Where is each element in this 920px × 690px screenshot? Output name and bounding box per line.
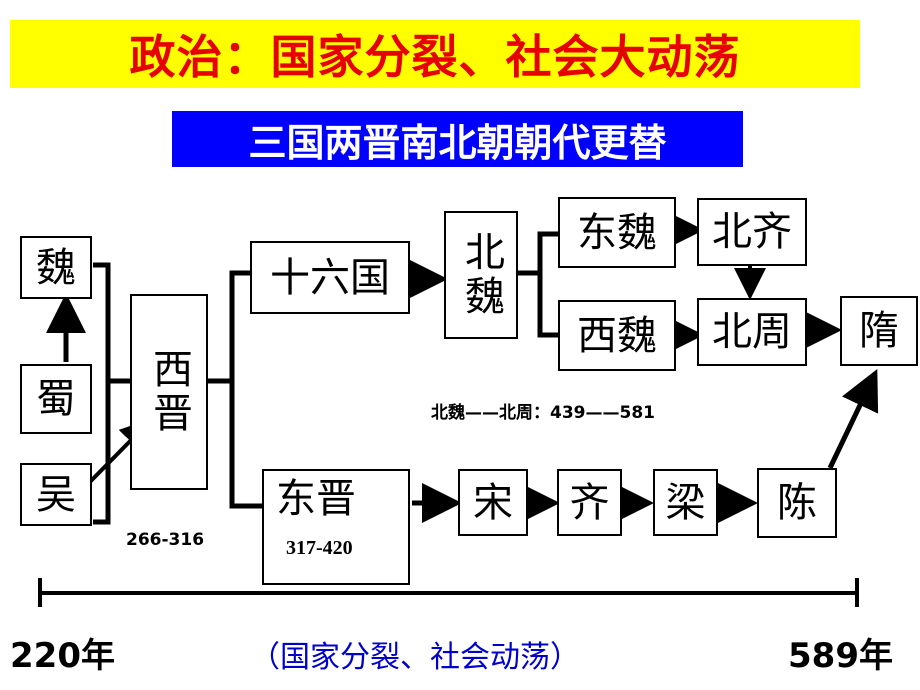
- node-qi: 齐: [557, 469, 622, 536]
- timeline-axis: [38, 578, 859, 607]
- node-xiwei: 西魏: [558, 300, 676, 371]
- page-title: 政治：国家分裂、社会大动荡: [129, 30, 741, 84]
- three-kingdoms-bracket: [93, 262, 130, 525]
- node-beiwei: 北魏: [444, 211, 518, 339]
- node-shu: 蜀: [20, 364, 92, 434]
- node-liang: 梁: [653, 469, 718, 536]
- node-chen: 陈: [757, 468, 837, 538]
- node-dongjin: 东晋 317-420: [262, 469, 410, 585]
- node-song: 宋: [458, 469, 528, 536]
- subtitle-text: 三国两晋南北朝朝代更替: [248, 120, 667, 165]
- node-shiliuguo: 十六国: [250, 241, 410, 314]
- title-banner: 政治：国家分裂、社会大动荡: [10, 20, 860, 88]
- node-beizhou: 北周: [697, 298, 807, 366]
- xijin-split-bracket: [208, 270, 262, 509]
- node-dongwei: 东魏: [558, 197, 676, 268]
- subtitle-banner: 三国两晋南北朝朝代更替: [172, 111, 743, 167]
- chen-to-sui-arrow: [827, 368, 879, 470]
- beiwei-period-note: 北魏——北周：439——581: [431, 403, 655, 423]
- node-wei: 魏: [20, 236, 92, 299]
- dongjin-years: 317-420: [286, 537, 353, 559]
- node-beiqi: 北齐: [697, 198, 807, 266]
- xijin-years: 266-316: [126, 530, 205, 550]
- node-sui: 隋: [840, 296, 918, 366]
- timeline-start-label: 220年: [10, 636, 115, 676]
- timeline-end-label: 589年: [788, 636, 893, 676]
- beiwei-split-bracket: [518, 231, 558, 338]
- timeline-caption: （国家分裂、社会动荡）: [250, 640, 580, 675]
- node-xijin: 西晋: [130, 294, 208, 490]
- node-wu: 吴: [20, 463, 92, 526]
